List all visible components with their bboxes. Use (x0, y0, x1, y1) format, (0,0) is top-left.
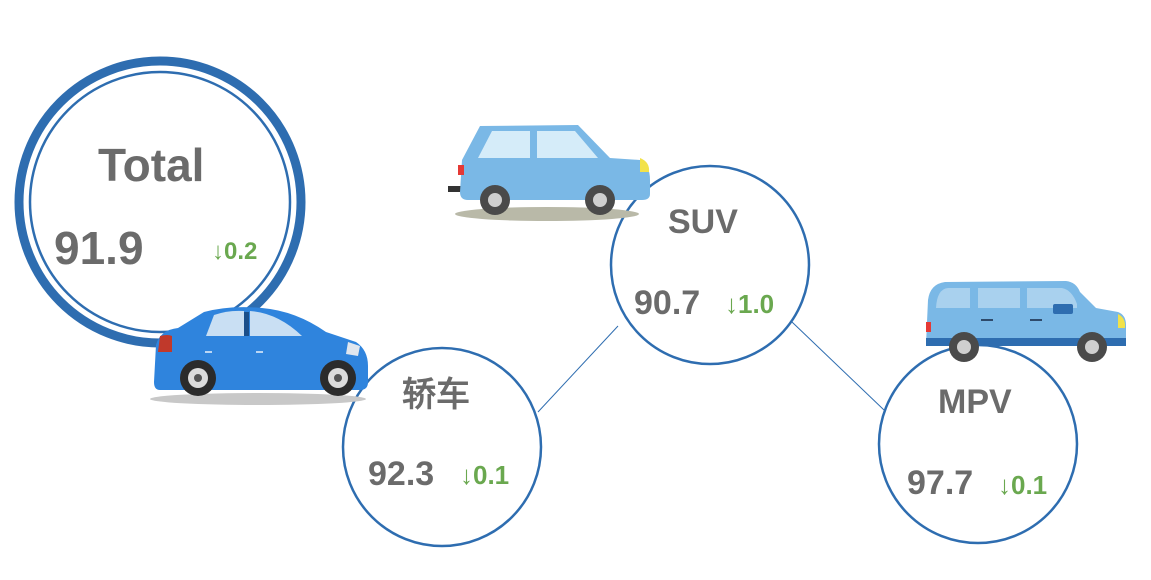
connector-sedan-suv (537, 325, 619, 413)
total-change: ↓0.2 (212, 238, 258, 265)
connector-suv-mpv (791, 321, 885, 411)
mpv-change: ↓0.1 (998, 470, 1048, 500)
suv-value: 90.7 (634, 284, 701, 322)
suv-label: SUV (668, 203, 738, 241)
total-label: Total (98, 139, 205, 191)
sedan-car-icon (150, 307, 368, 405)
sedan-value: 92.3 (368, 455, 435, 493)
suv-car-icon (448, 125, 650, 221)
suv-node-circle (609, 164, 811, 366)
mpv-label: MPV (938, 383, 1012, 421)
mpv-value: 97.7 (907, 464, 974, 502)
mpv-node-circle (877, 343, 1079, 545)
total-node-circle (14, 56, 306, 348)
sedan-change: ↓0.1 (460, 460, 510, 490)
suv-change: ↓1.0 (725, 289, 775, 319)
total-value: 91.9 (54, 222, 144, 274)
sedan-label: 轿车 (402, 376, 470, 414)
sedan-node-circle (341, 346, 543, 548)
mpv-van-icon (926, 281, 1126, 362)
